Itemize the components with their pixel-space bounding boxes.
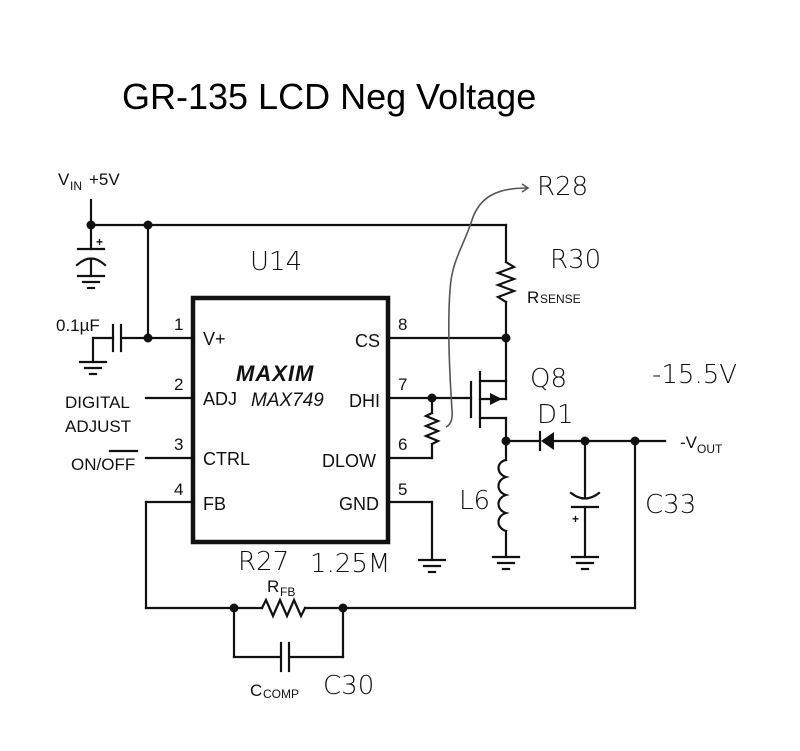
inductor-l6 (491, 439, 521, 571)
pin-4: 4 FB (144, 480, 226, 514)
diagram-title: GR-135 LCD Neg Voltage (122, 76, 536, 117)
output-capacitor: + (569, 439, 601, 571)
l6-label: L6 (459, 486, 490, 516)
svg-text:8: 8 (398, 315, 407, 334)
svg-text:CTRL: CTRL (203, 449, 250, 469)
mosfet-q8 (465, 336, 508, 443)
input-capacitor: + (75, 223, 107, 290)
svg-text:C: C (250, 681, 262, 700)
r27-value: 1.25M (310, 549, 390, 579)
on-off-label: ON/OFF (71, 449, 139, 474)
svg-text:1: 1 (174, 315, 183, 334)
digital-adjust-label: DIGITAL ADJUST (65, 393, 131, 436)
svg-text:2: 2 (174, 375, 183, 394)
svg-text:0.1µF: 0.1µF (56, 316, 100, 335)
svg-text:+: + (572, 512, 579, 526)
pin-6: 6 DLOW (322, 435, 434, 471)
c33-label: C33 (645, 490, 696, 520)
feedback-wire (144, 439, 637, 610)
d1-label: D1 (537, 400, 574, 430)
c30-label: C30 (323, 671, 374, 701)
r-sense: R SENSE (494, 223, 581, 343)
svg-text:-V: -V (680, 433, 698, 452)
svg-text:ADJ: ADJ (203, 389, 237, 409)
svg-text:4: 4 (174, 480, 183, 499)
ic-body (190, 295, 391, 545)
svg-text:CS: CS (355, 331, 380, 351)
svg-text:+5V: +5V (89, 170, 120, 189)
svg-text:FB: FB (203, 494, 226, 514)
q8-label: Q8 (530, 364, 567, 394)
svg-text:ON/OFF: ON/OFF (71, 455, 135, 474)
svg-text:DLOW: DLOW (322, 451, 376, 471)
pin-8: 8 CS (355, 315, 508, 351)
pin-3: 3 CTRL (144, 435, 250, 469)
pin-7: 7 DHI (349, 375, 469, 411)
ic-part-number: MAX749 (251, 390, 324, 411)
r-feedback: R FB (229, 577, 348, 619)
r28-annotation (445, 183, 530, 428)
r30-label: R30 (550, 245, 601, 275)
pin-2: 2 ADJ (144, 375, 237, 409)
vout-label: -V OUT (680, 433, 723, 456)
svg-text:FB: FB (280, 585, 295, 599)
svg-text:GND: GND (339, 494, 379, 514)
bypass-capacitor: 0.1µF (56, 316, 153, 376)
svg-text:V: V (58, 170, 70, 189)
svg-text:+: + (96, 235, 103, 249)
svg-text:3: 3 (174, 435, 183, 454)
ic-ref: U14 (250, 247, 302, 277)
diode-d1 (504, 430, 667, 452)
svg-text:R: R (527, 288, 539, 307)
svg-text:R: R (267, 577, 279, 596)
svg-text:V+: V+ (203, 329, 226, 349)
maxim-logo: MAXIM (236, 361, 314, 386)
svg-text:DHI: DHI (349, 391, 380, 411)
vin-label: V IN +5V (58, 170, 120, 193)
svg-text:ADJUST: ADJUST (65, 417, 131, 436)
c-compensation: C COMP (232, 606, 345, 701)
ic-ground (417, 500, 447, 574)
svg-text:COMP: COMP (263, 687, 299, 701)
gate-resistor (423, 393, 441, 460)
svg-text:DIGITAL: DIGITAL (65, 393, 130, 412)
r28-label: R28 (537, 172, 588, 202)
svg-text:6: 6 (398, 435, 407, 454)
svg-text:5: 5 (398, 480, 407, 499)
svg-text:OUT: OUT (697, 442, 723, 456)
r27-label: R27 (238, 547, 289, 577)
pin-5: 5 GND (339, 480, 434, 514)
pin-1: 1 V+ (146, 315, 226, 349)
svg-text:IN: IN (70, 179, 82, 193)
svg-text:7: 7 (398, 375, 407, 394)
measured-voltage: -15.5V (652, 360, 737, 390)
svg-text:SENSE: SENSE (540, 292, 581, 306)
